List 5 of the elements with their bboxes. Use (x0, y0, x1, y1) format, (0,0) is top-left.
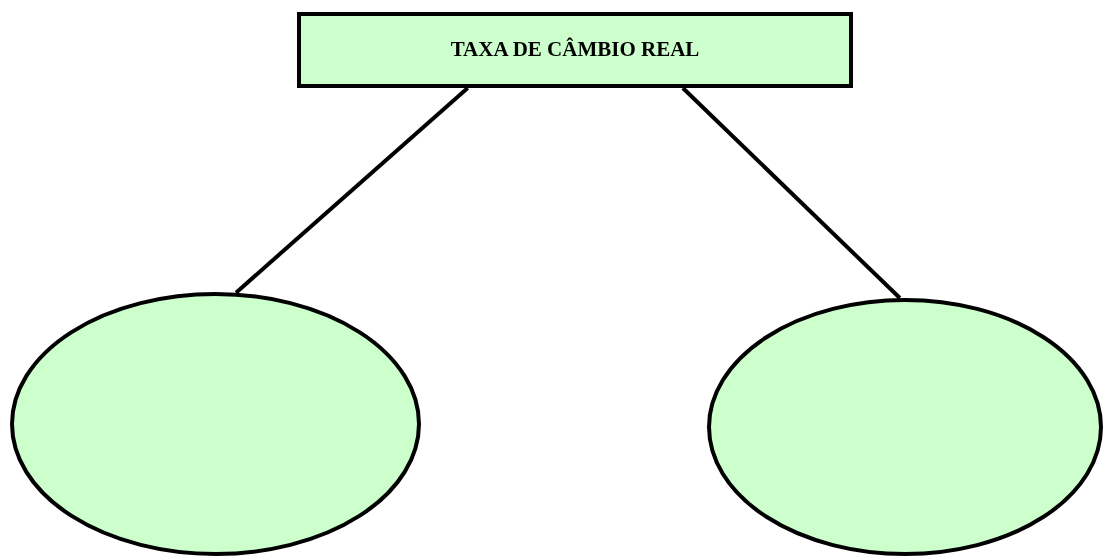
connector-line (234, 86, 469, 295)
connector-line (681, 86, 902, 300)
ellipse (707, 298, 1103, 556)
ellipse (10, 292, 421, 556)
title-box: TAXA DE CÂMBIO REAL (297, 12, 853, 88)
